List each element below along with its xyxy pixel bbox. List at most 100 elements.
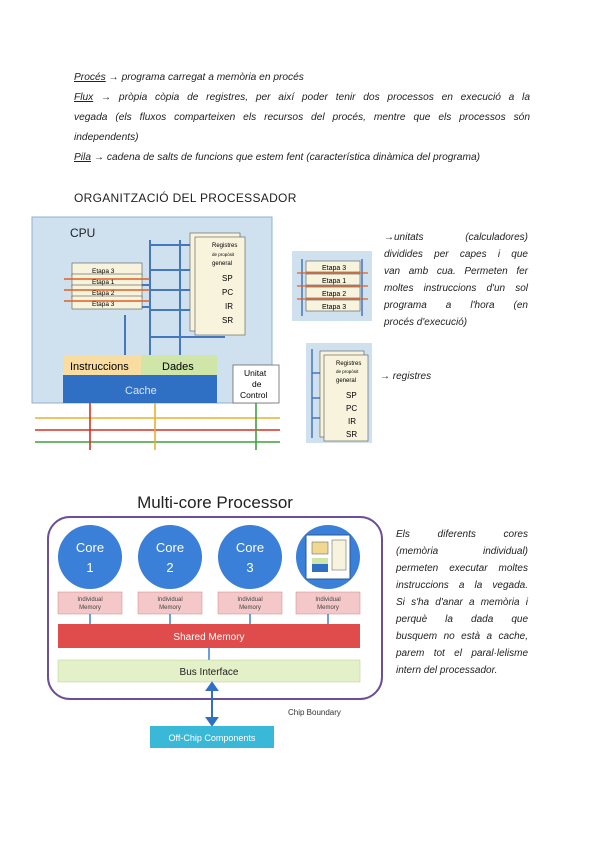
- shared-memory-label: Shared Memory: [173, 632, 244, 643]
- core-number: 3: [246, 560, 253, 575]
- stage-label: Etapa 3: [322, 265, 346, 272]
- svg-text:Memory: Memory: [159, 605, 181, 611]
- data-label: Dades: [162, 361, 194, 373]
- multicore-diagram: Multi-core Processor Core 1 Core 2 Core …: [47, 493, 383, 748]
- definition-text: → pròpia còpia de registres, per així po…: [93, 92, 530, 103]
- stage-label: Etapa 2: [322, 291, 346, 298]
- core-2: Core 2: [138, 525, 202, 589]
- note-line: perquè la dada que: [396, 614, 528, 625]
- register-label: de propòsit: [336, 369, 359, 374]
- external-bus: [35, 403, 280, 450]
- register-pc: PC: [346, 404, 357, 413]
- stage-label: Etapa 3: [92, 301, 115, 308]
- bus-interface-bar: [57, 659, 361, 683]
- core-label: Core: [156, 540, 184, 555]
- multicore-title: Multi-core Processor: [137, 493, 293, 512]
- units-note: →unitats (calculadores) dividides per ca…: [384, 229, 528, 331]
- cpu-title: CPU: [70, 226, 95, 240]
- core-label: Core: [76, 540, 104, 555]
- double-arrow-icon: [205, 681, 219, 727]
- note-line: intern del processador.: [396, 665, 498, 676]
- core-1: Core 1: [58, 525, 122, 589]
- note-line: instruccions a la vegada.: [396, 580, 528, 591]
- core-4-cpu-icon: [296, 525, 360, 589]
- core-3: Core 3: [218, 525, 282, 589]
- definition-text: independents): [74, 132, 139, 143]
- note-line: → registres: [380, 371, 432, 382]
- definition-flux: Flux → pròpia còpia de registres, per ai…: [74, 90, 530, 106]
- cores-note: Els diferents cores (memòria individual)…: [396, 526, 528, 679]
- cache-box: [63, 375, 217, 403]
- note-line: busquem no està a cache,: [396, 631, 528, 642]
- stage-label: Etapa 1: [322, 278, 346, 285]
- note-line: →unitats (calculadores): [384, 232, 528, 243]
- note-line: Si s'ha d'anar a memòria i: [396, 597, 528, 608]
- units-diagram: Etapa 3 Etapa 1 Etapa 2 Etapa 3: [292, 251, 372, 321]
- register-stack: Registres de propòsit general SP PC IR S…: [189, 232, 246, 336]
- svg-text:Individual: Individual: [157, 597, 182, 603]
- cache-label: Cache: [125, 385, 157, 397]
- note-line: parem tot el paral·lelisme: [396, 648, 528, 659]
- register-pc: PC: [222, 288, 233, 297]
- note-line: dividides per capes i que: [384, 249, 528, 260]
- definition-text: → programa carregat a memòria en procés: [105, 72, 304, 83]
- control-unit-label: Control: [240, 390, 268, 400]
- note-line: programa a l'hora (en: [384, 300, 528, 311]
- register-sr: SR: [346, 430, 357, 439]
- note-line: permeten executar moltes: [396, 563, 528, 574]
- bus-interface-label: Bus Interface: [180, 667, 239, 678]
- register-label: general: [212, 261, 232, 267]
- individual-memory-4: Individual Memory: [295, 591, 361, 615]
- note-line: (memòria individual): [396, 546, 528, 557]
- section-heading: ORGANITZACIÓ DEL PROCESSADOR: [74, 191, 297, 205]
- term-flux: Flux: [74, 92, 94, 103]
- chip-boundary-label: Chip Boundary: [288, 708, 341, 717]
- shared-memory-bar: [58, 624, 360, 648]
- instructions-label: Instruccions: [70, 361, 129, 373]
- individual-memory-1: Individual Memory: [57, 591, 123, 615]
- register-label: general: [336, 378, 356, 384]
- note-line: moltes instruccions d'un sol: [384, 283, 528, 294]
- off-chip-label: Off-Chip Components: [169, 733, 256, 743]
- stage-label: Etapa 3: [92, 268, 115, 275]
- registers-note: → registres: [380, 368, 470, 385]
- register-sp: SP: [222, 274, 233, 283]
- note-line: Els diferents cores: [396, 529, 528, 540]
- registers-diagram: Registres de propòsit general SP PC IR S…: [306, 343, 372, 443]
- individual-memory-3: Individual Memory: [217, 591, 283, 615]
- stage-label: Etapa 3: [322, 304, 346, 311]
- note-line: van amb cua. Permeten fer: [384, 266, 528, 277]
- core-number: 1: [86, 560, 93, 575]
- register-label: de propòsit: [212, 252, 235, 257]
- off-chip-box: [150, 726, 274, 748]
- note-line: procés d'execució): [384, 317, 468, 328]
- individual-memory-2: Individual Memory: [137, 591, 203, 615]
- cpu-diagram: CPU Etapa 3 Etapa 1 Etapa 2 Etapa 3 Regi…: [31, 216, 280, 450]
- definition-flux-end: independents): [74, 130, 530, 146]
- stage-label: Etapa 1: [92, 279, 115, 286]
- definition-flux-cont: vegada (els fluxos comparteixen els recu…: [74, 110, 530, 126]
- stage-label: Etapa 2: [92, 290, 115, 297]
- control-unit-label: Unitat: [244, 368, 267, 378]
- instructions-box: [63, 355, 141, 375]
- svg-text:Memory: Memory: [239, 605, 261, 611]
- definition-text: → cadena de salts de funcions que estem …: [91, 152, 481, 163]
- term-pila: Pila: [74, 152, 91, 163]
- register-label: Registres: [212, 243, 237, 249]
- data-box: [141, 355, 217, 375]
- term-proces: Procés: [74, 72, 106, 83]
- register-label: Registres: [336, 361, 361, 367]
- svg-text:Individual: Individual: [77, 597, 102, 603]
- control-unit-label: de: [252, 379, 262, 389]
- control-unit-box: [232, 364, 280, 404]
- svg-text:Individual: Individual: [237, 597, 262, 603]
- register-ir: IR: [225, 302, 233, 311]
- svg-text:Memory: Memory: [317, 605, 339, 611]
- register-sr: SR: [222, 316, 233, 325]
- register-ir: IR: [348, 417, 356, 426]
- definition-pila: Pila → cadena de salts de funcions que e…: [74, 150, 530, 166]
- core-number: 2: [166, 560, 173, 575]
- definition-proces: Procés → programa carregat a memòria en …: [74, 70, 530, 86]
- register-sp: SP: [346, 391, 357, 400]
- svg-text:Memory: Memory: [79, 605, 101, 611]
